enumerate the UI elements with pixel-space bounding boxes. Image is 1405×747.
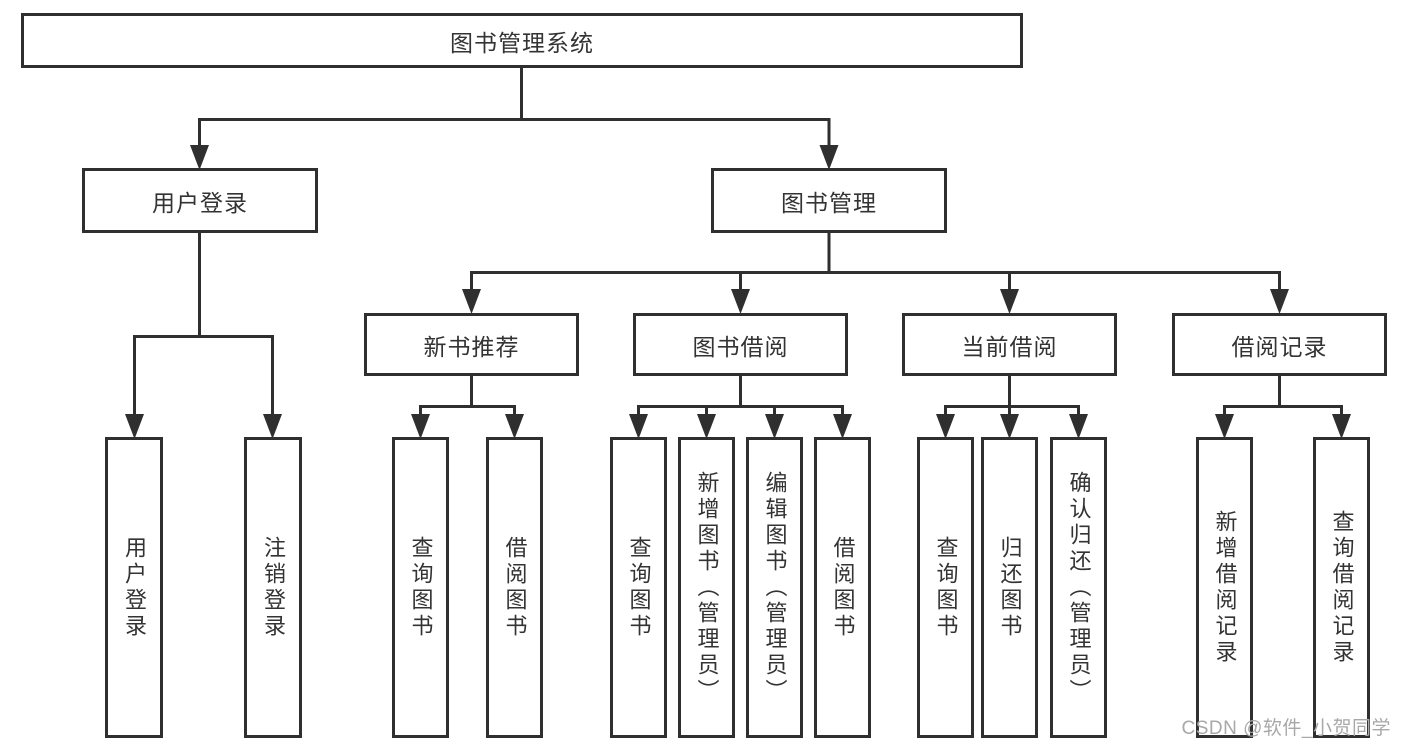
leaf-logout-label: 注销登录 xyxy=(261,535,286,640)
leaf-add-book-admin: 新增图书（管理员） xyxy=(678,437,735,738)
leaf-query-books-current: 查询图书 xyxy=(917,437,974,738)
leaf-query-books-current-label: 查询图书 xyxy=(933,535,959,640)
leaf-add-borrow-record-label: 新增借阅记录 xyxy=(1212,509,1238,666)
leaf-borrow-books: 借阅图书 xyxy=(814,437,871,738)
node-book-management-label: 图书管理 xyxy=(781,189,877,216)
node-new-book-recommend: 新书推荐 xyxy=(364,313,579,376)
node-new-book-recommend-label: 新书推荐 xyxy=(423,333,520,360)
leaf-confirm-return-admin-label: 确认归还（管理员） xyxy=(1066,470,1092,705)
leaf-logout: 注销登录 xyxy=(244,437,302,738)
leaf-confirm-return-admin: 确认归还（管理员） xyxy=(1050,437,1107,738)
leaf-query-borrow-record-label: 查询借阅记录 xyxy=(1329,509,1355,666)
leaf-edit-book-admin-label: 编辑图书（管理员） xyxy=(762,470,788,705)
leaf-query-books-recommend: 查询图书 xyxy=(392,437,449,738)
node-borrow-records-label: 借阅记录 xyxy=(1231,333,1328,360)
leaf-edit-book-admin: 编辑图书（管理员） xyxy=(746,437,803,738)
leaf-return-books: 归还图书 xyxy=(981,437,1038,738)
csdn-watermark: CSDN @软件_小贺同学 xyxy=(1181,718,1391,739)
node-user-login-label: 用户登录 xyxy=(152,189,248,216)
node-current-borrow: 当前借阅 xyxy=(902,313,1117,376)
leaf-user-login: 用户登录 xyxy=(105,437,163,738)
node-root: 图书管理系统 xyxy=(21,13,1023,68)
node-book-borrow: 图书借阅 xyxy=(633,313,848,376)
node-book-borrow-label: 图书借阅 xyxy=(692,333,789,360)
leaf-borrow-books-recommend: 借阅图书 xyxy=(486,437,543,738)
leaf-return-books-label: 归还图书 xyxy=(997,535,1023,640)
node-book-management: 图书管理 xyxy=(711,168,947,233)
leaf-query-books-borrow: 查询图书 xyxy=(610,437,667,738)
leaf-query-books-recommend-label: 查询图书 xyxy=(408,535,434,640)
leaf-add-book-admin-label: 新增图书（管理员） xyxy=(694,470,720,705)
node-root-label: 图书管理系统 xyxy=(450,29,594,56)
leaf-query-books-borrow-label: 查询图书 xyxy=(626,535,652,640)
leaf-query-borrow-record: 查询借阅记录 xyxy=(1313,437,1370,738)
leaf-borrow-books-label: 借阅图书 xyxy=(830,535,856,640)
leaf-add-borrow-record: 新增借阅记录 xyxy=(1196,437,1253,738)
node-user-login: 用户登录 xyxy=(82,168,318,233)
leaf-user-login-label: 用户登录 xyxy=(122,535,147,640)
node-borrow-records: 借阅记录 xyxy=(1172,313,1387,376)
leaf-borrow-books-recommend-label: 借阅图书 xyxy=(502,535,528,640)
node-current-borrow-label: 当前借阅 xyxy=(961,333,1058,360)
